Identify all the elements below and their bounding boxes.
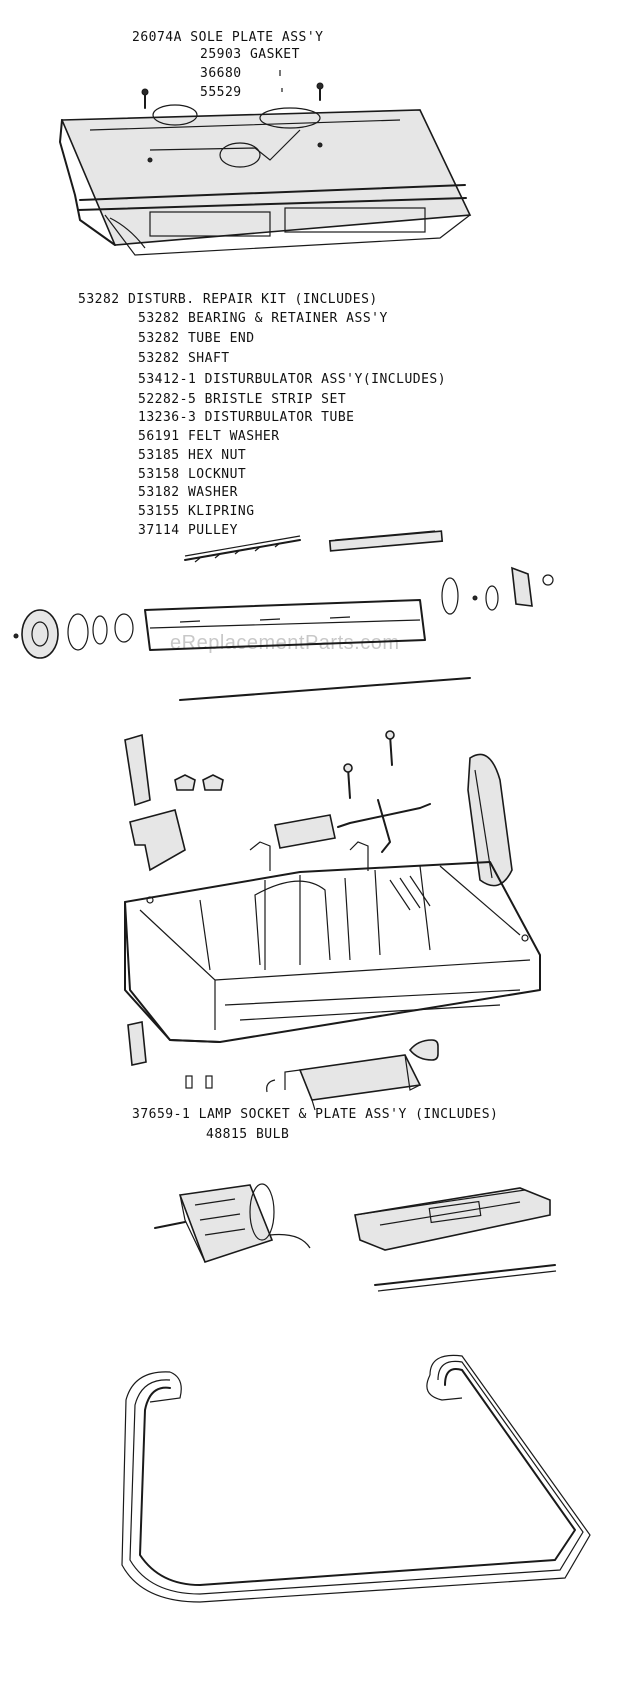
label-55529: 55529 bbox=[200, 85, 242, 100]
label-gasket: 25903 GASKET bbox=[200, 47, 300, 62]
bristle-strip-drawing bbox=[184, 530, 444, 563]
label-disturbulator: 53412-1 DISTURBULATOR ASS'Y(INCLUDES) bbox=[138, 372, 447, 387]
label-tube-end: 53282 TUBE END bbox=[138, 331, 255, 346]
label-locknut: 53158 LOCKNUT bbox=[138, 467, 247, 482]
bumper-drawing bbox=[354, 1187, 557, 1292]
lamp-plate-drawing bbox=[266, 1054, 422, 1111]
label-36680: 36680 bbox=[200, 66, 242, 81]
label-felt-washer: 56191 FELT WASHER bbox=[138, 429, 280, 444]
guard-loop-drawing bbox=[121, 1354, 591, 1603]
small-parts-drawing bbox=[124, 730, 513, 887]
brush-roll-drawing bbox=[13, 566, 554, 701]
label-pulley: 37114 PULLEY bbox=[138, 523, 238, 538]
watermark: eReplacementParts.com bbox=[170, 632, 400, 654]
motor-drawing bbox=[154, 1183, 311, 1263]
label-bristle-strip: 52282-5 BRISTLE STRIP SET bbox=[138, 392, 347, 407]
label-sole-plate: 26074A SOLE PLATE ASS'Y bbox=[132, 30, 324, 45]
label-hex-nut: 53185 HEX NUT bbox=[138, 448, 247, 463]
housing-drawing bbox=[124, 841, 541, 1089]
label-washer: 53182 WASHER bbox=[138, 485, 238, 500]
label-disturbulator-tube: 13236-3 DISTURBULATOR TUBE bbox=[138, 410, 355, 425]
label-klipring: 53155 KLIPRING bbox=[138, 504, 255, 519]
label-bulb: 48815 BULB bbox=[206, 1127, 290, 1142]
label-repair-kit: 53282 DISTURB. REPAIR KIT (INCLUDES) bbox=[78, 292, 378, 307]
label-bearing: 53282 BEARING & RETAINER ASS'Y bbox=[138, 311, 388, 326]
label-lamp-socket: 37659-1 LAMP SOCKET & PLATE ASS'Y (INCLU… bbox=[132, 1107, 499, 1122]
label-shaft: 53282 SHAFT bbox=[138, 351, 230, 366]
sole-plate-drawing bbox=[59, 70, 472, 256]
